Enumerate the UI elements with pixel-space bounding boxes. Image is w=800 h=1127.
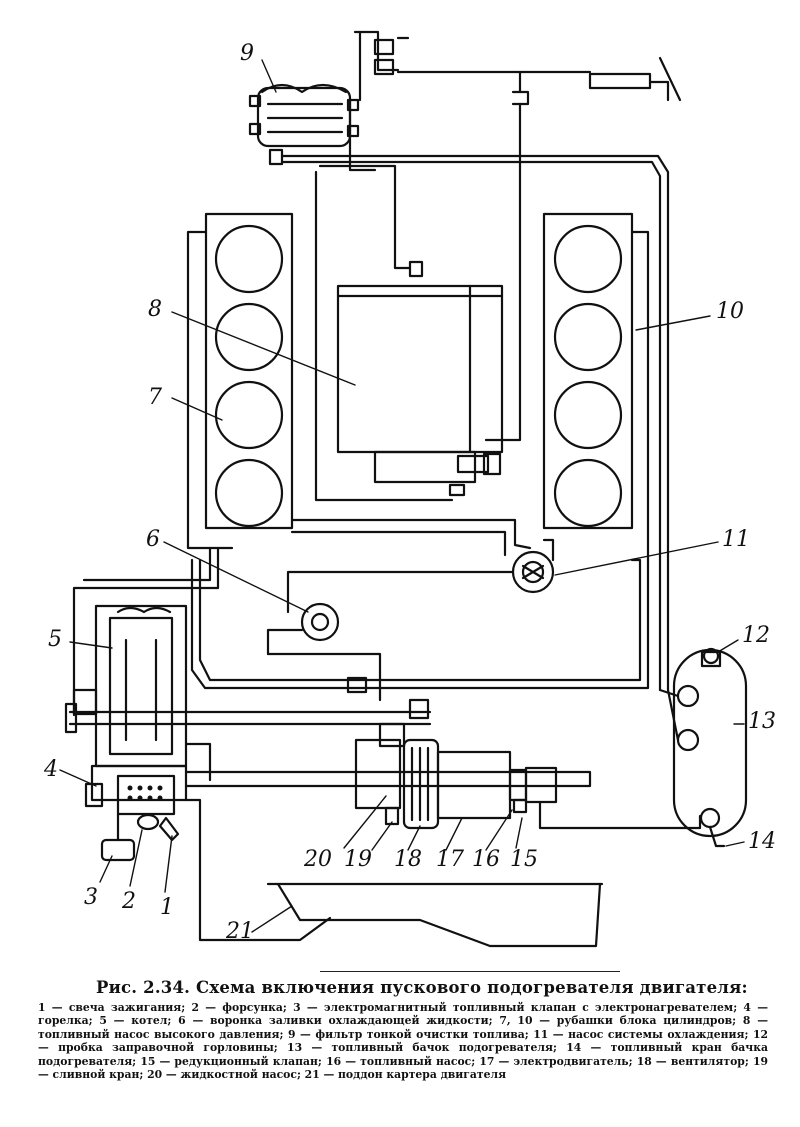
fan [402,738,440,830]
label-18: 18 [394,847,422,872]
caption-title: Рис. 2.34. Схема включения пускового под… [96,978,748,997]
return-lines [280,98,670,692]
coolant-funnel [266,602,340,656]
label-19: 19 [344,847,372,872]
label-4: 4 [43,757,58,782]
label-13: 13 [748,709,776,734]
pump-lines [64,702,592,942]
cylinder-jacket-right [542,212,650,562]
fuel-cock [699,807,726,848]
crankcase-sump [266,882,604,948]
label-10: 10 [716,299,744,324]
fuel-pump [512,766,558,814]
callout-labels: 9 8 7 10 6 11 5 12 13 4 14 3 2 1 20 19 1… [43,41,776,944]
label-20: 20 [303,847,332,872]
label-12: 12 [742,623,770,648]
top-fuel-lines [353,30,682,442]
coolant-pump [286,538,555,614]
cylinder-jacket-left [186,212,294,550]
fuel-filter [248,83,360,166]
label-21: 21 [225,919,254,944]
label-6: 6 [146,527,160,552]
injector [136,813,160,831]
label-17: 17 [436,847,464,872]
figure-caption: Рис. 2.34. Схема включения пускового под… [38,978,768,1081]
label-8: 8 [148,297,162,322]
caption-legend: 1 — свеча зажигания; 2 — форсунка; 3 — э… [38,1001,768,1082]
label-2: 2 [121,889,136,914]
label-3: 3 [84,885,98,910]
heater-schematic: 9 8 7 10 6 11 5 12 13 4 14 3 2 1 20 19 1… [43,30,776,948]
caption-divider [320,971,620,972]
heater-fuel-tank [658,648,748,838]
label-14: 14 [748,829,776,854]
label-9: 9 [240,41,254,66]
label-16: 16 [472,847,500,872]
coolant-crossover [290,518,532,557]
high-pressure-fuel-pump [336,284,504,497]
filler-cap [702,647,720,665]
label-5: 5 [48,627,62,652]
label-7: 7 [148,385,162,410]
burner [84,764,188,816]
boiler [72,604,188,768]
leader-lines [59,59,745,933]
label-15: 15 [510,847,538,872]
label-11: 11 [722,527,750,552]
solenoid-fuel-valve [100,812,136,862]
drain-cock [384,806,400,826]
spark-plug [158,816,180,842]
liquid-pump [354,698,430,810]
reducing-valve [538,800,702,830]
label-1: 1 [160,895,174,920]
